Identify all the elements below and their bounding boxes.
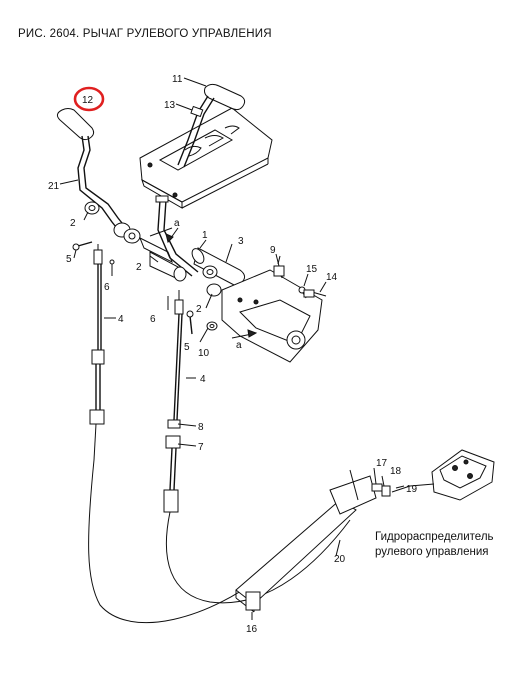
label-10: 10	[198, 348, 210, 359]
label-2-left: 2	[70, 218, 76, 229]
label-19: 19	[406, 484, 418, 495]
steering-valve	[409, 449, 495, 501]
reference-arrows	[165, 227, 258, 339]
label-6-middle: 6	[150, 314, 156, 325]
label-5-middle: 5	[184, 342, 190, 353]
valve-linkage-20	[235, 469, 377, 613]
pin-6-left	[109, 259, 115, 276]
label-6-left: 6	[104, 282, 110, 293]
bushing-2-left	[84, 201, 100, 215]
valve-caption-line-1: Гидрораспределитель	[375, 531, 494, 543]
mounting-bracket	[221, 253, 327, 363]
bushing-pair-upper	[113, 222, 141, 244]
label-a-bottom: a	[236, 340, 242, 351]
label-15: 15	[306, 264, 318, 275]
figure-title: РИС. 2604. РЫЧАГ РУЛЕВОГО УПРАВЛЕНИЯ	[18, 28, 272, 40]
label-4-left: 4	[118, 314, 124, 325]
label-4-middle: 4	[200, 374, 206, 385]
label-2-middle: 2	[136, 262, 142, 273]
label-16: 16	[246, 624, 258, 635]
pin-5-left	[72, 241, 93, 251]
shaft-3	[191, 247, 246, 297]
label-3: 3	[238, 236, 244, 247]
cable-4-left	[88, 244, 271, 624]
label-a-top: a	[174, 218, 180, 229]
label-20: 20	[334, 554, 346, 565]
label-9: 9	[270, 245, 276, 256]
pin-16	[245, 591, 261, 611]
label-8: 8	[198, 422, 204, 433]
pin-5-middle	[186, 310, 194, 335]
label-21: 21	[48, 181, 60, 192]
label-1: 1	[202, 230, 208, 241]
valve-caption-line-2: рулевого управления	[375, 546, 489, 558]
highlight-circle	[73, 86, 105, 112]
valve-caption: Гидрораспределитель рулевого управления	[375, 530, 494, 560]
label-13: 13	[164, 100, 176, 111]
leader-lines	[59, 77, 405, 620]
label-18: 18	[390, 466, 402, 477]
lever-handle-12	[56, 108, 127, 233]
label-17: 17	[376, 458, 388, 469]
fittings-17-18-19	[371, 483, 411, 497]
nut-10	[206, 321, 218, 331]
label-5-left: 5	[66, 254, 72, 265]
cover-plate	[139, 107, 273, 209]
label-12: 12	[82, 95, 94, 106]
lever-handle-11	[177, 83, 246, 168]
shaft-1	[139, 195, 199, 282]
label-2-right: 2	[196, 304, 202, 315]
label-14: 14	[326, 272, 338, 283]
label-11: 11	[172, 74, 183, 85]
cable-4-middle	[163, 290, 351, 604]
label-7: 7	[198, 442, 204, 453]
